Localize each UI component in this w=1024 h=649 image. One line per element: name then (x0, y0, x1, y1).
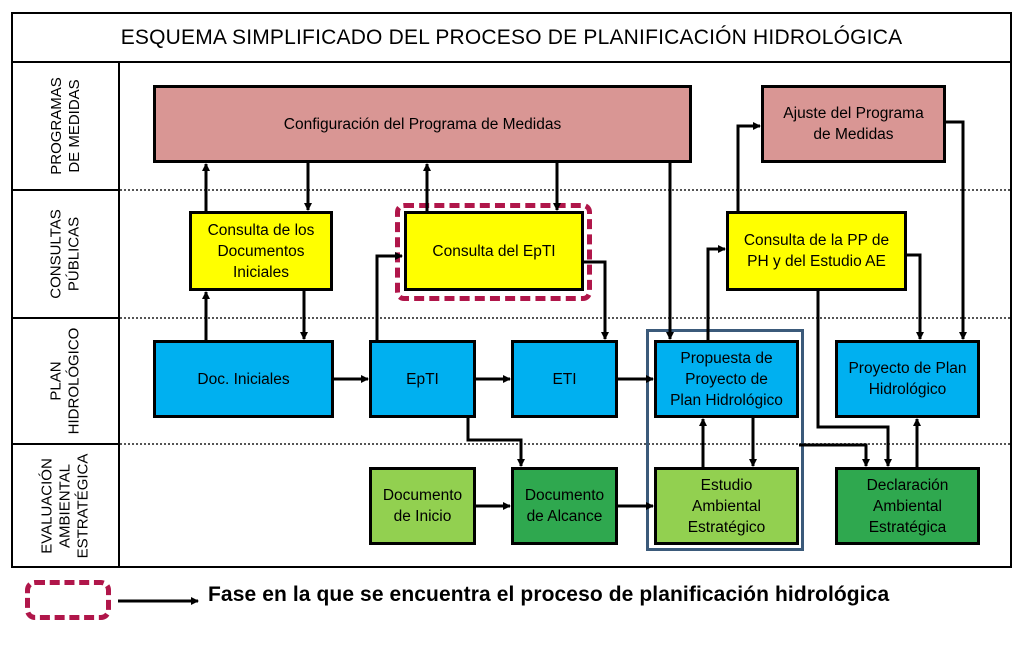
legend-key-current-phase (25, 580, 111, 620)
arrow (907, 253, 924, 340)
node-ajuste-programa-medidas: Ajuste del Programa de Medidas (761, 85, 946, 163)
node-documento-alcance: Documento de Alcance (511, 467, 618, 545)
node-estudio-ambiental: Estudio Ambiental Estratégico (654, 467, 799, 545)
arrow (584, 260, 609, 340)
lane-separator (120, 189, 1010, 191)
arrow (799, 443, 870, 467)
lane-label-column: PROGRAMAS DE MEDIDAS CONSULTAS PÚBLICAS … (13, 63, 120, 566)
arrow (466, 418, 525, 467)
node-consulta-epti: Consulta del EpTI (404, 211, 584, 291)
node-documento-inicio: Documento de Inicio (369, 467, 476, 545)
arrow (816, 291, 892, 467)
lane-separator (120, 443, 1010, 445)
lane-divider (13, 443, 120, 445)
node-doc-iniciales: Doc. Iniciales (153, 340, 334, 418)
node-config-programa-medidas: Configuración del Programa de Medidas (153, 85, 692, 163)
node-eti: ETI (511, 340, 618, 418)
lane-divider (13, 317, 120, 319)
arrow (946, 120, 967, 340)
lane-separator (120, 317, 1010, 319)
legend-text: Fase en la que se encuentra el proceso d… (208, 583, 890, 606)
lane-divider (13, 189, 120, 191)
node-proyecto-plan-hidrologico: Proyecto de Plan Hidrológico (835, 340, 980, 418)
node-propuesta-proyecto-plan: Propuesta de Proyecto de Plan Hidrológic… (654, 340, 799, 418)
propuesta-estudio-group-box (646, 329, 804, 551)
node-epti: EpTI (369, 340, 476, 418)
arrow (706, 245, 726, 340)
node-declaracion-ambiental: Declaración Ambiental Estratégica (835, 467, 980, 545)
arrow (736, 122, 761, 211)
diagram-title: ESQUEMA SIMPLIFICADO DEL PROCESO DE PLAN… (13, 14, 1010, 63)
node-consulta-documentos-iniciales: Consulta de los Documentos Iniciales (189, 211, 333, 291)
arrow (375, 252, 403, 340)
node-consulta-pp-estudio-ae: Consulta de la PP de PH y del Estudio AE (726, 211, 907, 291)
